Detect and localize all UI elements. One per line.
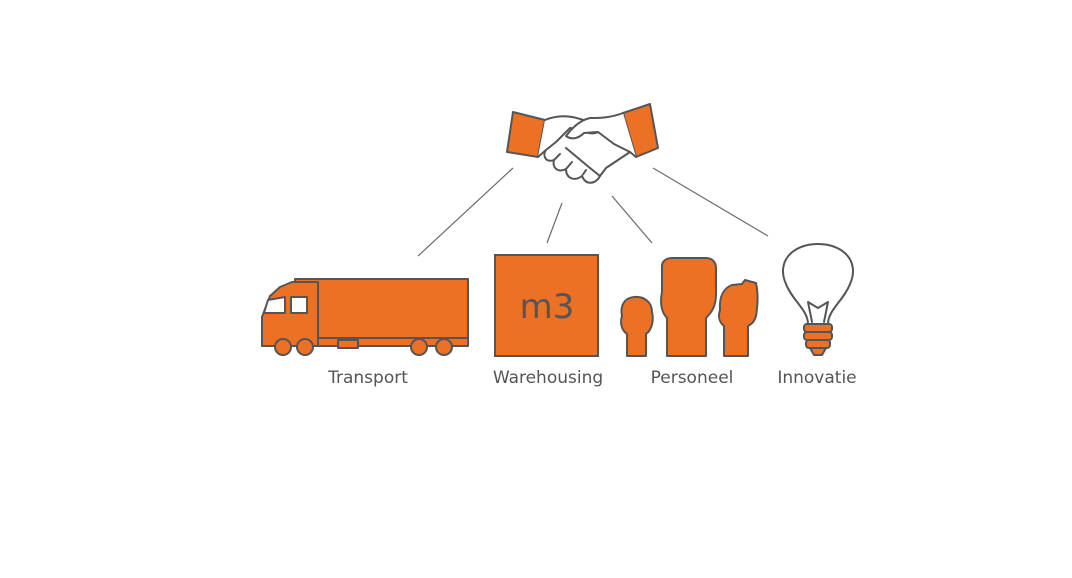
label-transport: Transport <box>328 368 408 388</box>
connector-warehousing <box>546 202 563 244</box>
box-badge: m3 <box>520 287 575 327</box>
truck-icon <box>261 278 469 356</box>
handshake-icon <box>506 103 659 184</box>
people-icon <box>620 257 759 357</box>
connector-transport <box>417 167 514 257</box>
connectors <box>417 167 769 257</box>
lightbulb-icon <box>782 243 854 356</box>
label-personeel: Personeel <box>650 368 734 388</box>
connector-innovatie <box>652 167 769 237</box>
label-innovatie: Innovatie <box>777 368 857 388</box>
box-icon: m3 <box>494 254 599 357</box>
connector-personeel <box>611 195 653 244</box>
label-warehousing: Warehousing <box>492 368 604 388</box>
